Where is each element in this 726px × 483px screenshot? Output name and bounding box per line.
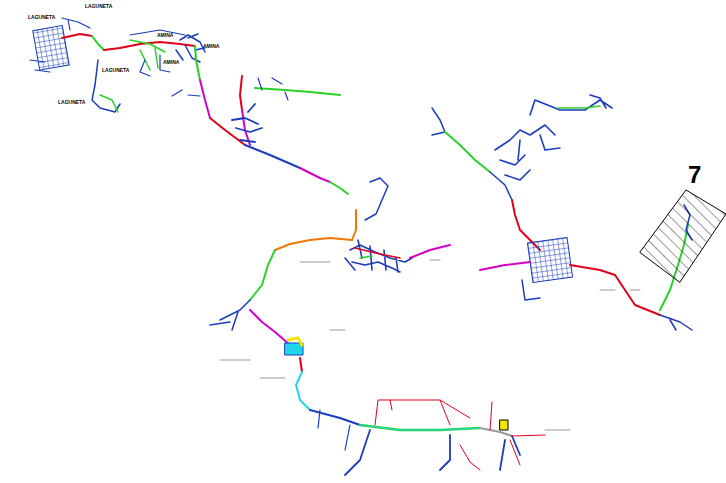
place-label: AMINA: [157, 33, 173, 38]
place-label: LAGUNETA: [28, 15, 55, 20]
site-number: 7: [688, 163, 701, 187]
place-label: AMINA: [203, 44, 219, 49]
place-label: LAGUNETA: [58, 100, 85, 105]
place-label: LAGUNETA: [102, 68, 129, 73]
place-label: AMINA: [163, 60, 179, 65]
place-label: LAGUNETA: [85, 4, 112, 9]
